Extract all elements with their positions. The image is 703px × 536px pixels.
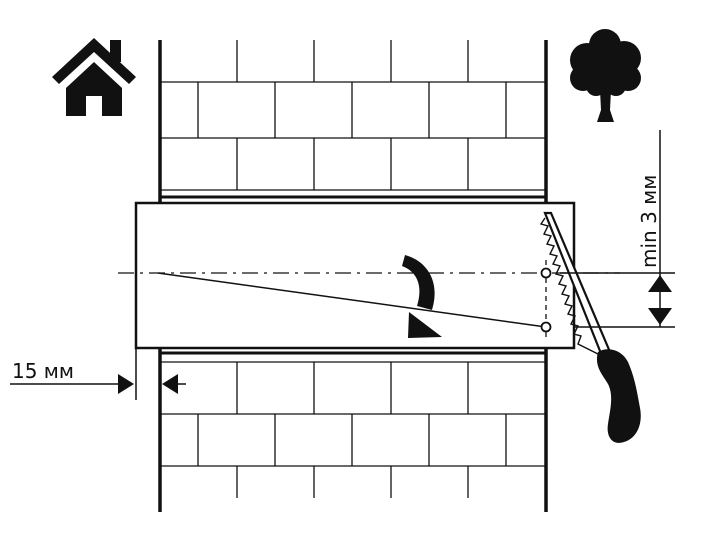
- lower-brick-wall: [160, 361, 546, 498]
- slope-label: min 3 мм: [637, 175, 661, 268]
- tree-icon: [570, 29, 641, 122]
- slope-line: [157, 272, 547, 328]
- gap-label: 15 мм: [12, 359, 74, 383]
- gap-dimension: [10, 348, 186, 400]
- window-sill-profile: [134, 201, 576, 350]
- bottom-point: [540, 321, 552, 333]
- top-point: [540, 267, 552, 279]
- house-icon: [52, 38, 136, 116]
- curved-arrow-icon: [402, 255, 442, 338]
- saw-icon: [539, 211, 641, 443]
- slope-dimension: [560, 130, 675, 328]
- upper-brick-wall: [160, 40, 546, 191]
